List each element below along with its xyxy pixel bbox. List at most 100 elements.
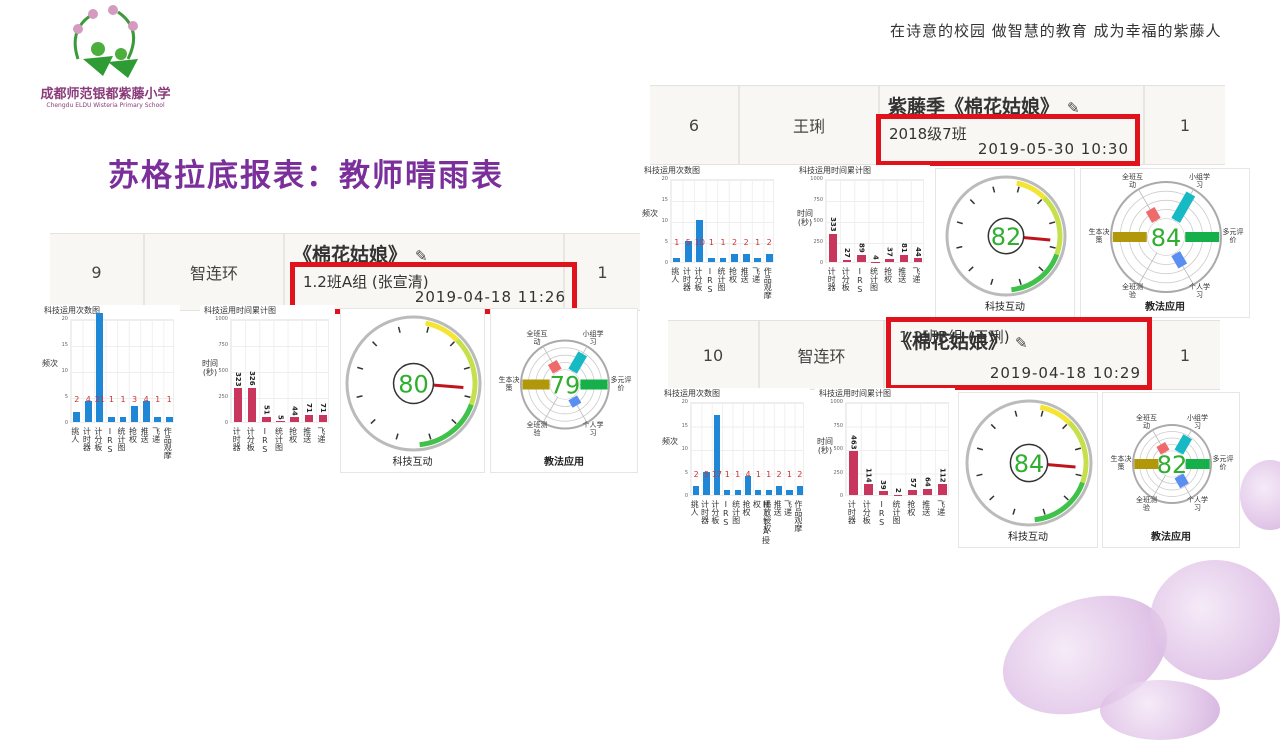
category-label: 计分板 <box>862 500 871 524</box>
y-tick-label: 1000 <box>809 176 823 182</box>
class-name: 1.2班A组 (张宣清) <box>303 271 429 292</box>
radar-axis-label: 多元评价 <box>1211 455 1235 471</box>
data-label: 51 <box>262 405 270 415</box>
radar-axis-label: 生本决策 <box>1087 228 1111 244</box>
chart-title: 科技运用次数图 <box>644 165 700 176</box>
gauge-tick <box>990 496 994 500</box>
flower-decoration <box>1150 560 1280 680</box>
data-label: 44 <box>291 406 299 416</box>
y-axis-label: 频次 <box>42 359 58 368</box>
data-label: 5 <box>277 415 285 420</box>
category-label: 飞递 <box>752 267 761 283</box>
y-tick-label: 750 <box>214 342 228 348</box>
y-tick-label: 500 <box>809 218 823 224</box>
bar <box>154 417 161 422</box>
gauge-tick <box>1064 496 1068 500</box>
gauge-tick <box>1075 448 1081 450</box>
chart-title: 科技运用时间累计图 <box>819 388 891 399</box>
slogan: 在诗意的校园 做智慧的教育 成为幸福的紫藤人 <box>890 20 1222 41</box>
category-label: 统计图 <box>275 427 284 451</box>
teacher-cell: 王琍 <box>740 86 880 164</box>
gauge-tick <box>1041 411 1043 417</box>
logo-name-cn: 成都师范银都紫藤小学 <box>18 83 193 102</box>
radar-segment <box>1176 194 1191 220</box>
bar <box>797 486 803 495</box>
bar <box>745 476 751 495</box>
data-label: 44 <box>914 247 922 257</box>
session-datetime: 2019-04-18 11:26 <box>415 288 566 306</box>
radar-axis-label: 全班测验 <box>1121 283 1145 299</box>
gauge-tick <box>399 327 401 333</box>
radar-label: 教法应用 <box>491 453 637 468</box>
category-label: 计分板 <box>246 427 255 451</box>
category-label: 抢权 <box>907 500 916 516</box>
category-label: IRS <box>721 500 730 527</box>
y-tick-label: 15 <box>54 342 68 348</box>
rank-cell: 10 <box>668 321 760 389</box>
category-label: 计分板 <box>841 267 850 291</box>
gauge-tick <box>977 474 983 475</box>
data-label: 2 <box>894 488 902 493</box>
data-label: 2 <box>762 238 776 247</box>
y-tick-label: 750 <box>809 197 823 203</box>
chart-title: 科技运用时间累计图 <box>799 165 871 176</box>
flower-decoration <box>1100 680 1220 740</box>
category-label: 作品观摩 <box>794 500 803 532</box>
bar <box>766 254 773 262</box>
data-label: 81 <box>900 243 908 253</box>
data-label: 4 <box>872 255 880 260</box>
bar <box>776 486 782 495</box>
bar <box>693 486 699 495</box>
gauge-tick <box>450 342 454 346</box>
bar <box>857 255 865 262</box>
gauge-tick <box>427 327 429 333</box>
gauge-tick <box>373 342 377 346</box>
category-label: 飞递 <box>912 267 921 283</box>
category-label: 作品观摩 <box>763 267 772 299</box>
bar <box>319 415 327 422</box>
session-datetime: 2019-05-30 10:30 <box>978 140 1129 158</box>
y-tick-label: 250 <box>829 470 843 476</box>
bar <box>234 388 242 422</box>
gauge-tick <box>1017 187 1019 193</box>
gauge-label: 科技互动 <box>341 453 484 468</box>
bar <box>938 484 947 495</box>
radar-value: 84 <box>1151 224 1182 252</box>
category-label: 抢权 <box>742 500 751 516</box>
category-label: 计时器 <box>701 500 710 524</box>
y-tick-label: 250 <box>214 394 228 400</box>
category-label: IRS <box>105 427 114 454</box>
y-tick-label: 20 <box>674 399 688 405</box>
category-label: 推送 <box>140 427 149 443</box>
category-label: 抢权 <box>729 267 738 283</box>
category-label: IRS <box>877 500 886 527</box>
category-label: 飞递 <box>152 427 161 443</box>
gauge-dial: 82 <box>936 169 1076 301</box>
bar <box>131 406 138 422</box>
category-label: 作品观摩 <box>163 427 172 459</box>
category-label: 推送 <box>773 500 782 516</box>
radar-value: 82 <box>1157 451 1188 479</box>
radar-axis-label: 生本决策 <box>497 376 521 392</box>
bar <box>885 259 893 262</box>
bar <box>755 490 761 495</box>
radar-axis-label: 小组学习 <box>581 330 605 346</box>
y-tick-label: 0 <box>809 260 823 266</box>
data-label: 71 <box>305 403 313 413</box>
gauge-tick <box>371 419 375 423</box>
bar <box>743 254 750 262</box>
y-tick-label: 500 <box>829 446 843 452</box>
bar <box>923 489 932 495</box>
